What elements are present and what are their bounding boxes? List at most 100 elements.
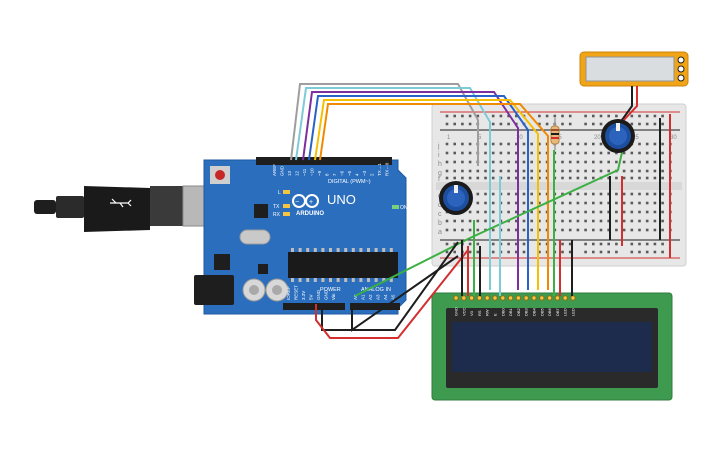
breadboard-hole[interactable] — [645, 201, 649, 205]
breadboard-hole[interactable] — [453, 169, 456, 173]
rail-hole[interactable] — [638, 122, 641, 126]
breadboard-hole[interactable] — [507, 228, 510, 232]
breadboard-hole[interactable] — [515, 142, 518, 146]
breadboard-hole[interactable] — [622, 169, 626, 173]
breadboard-hole[interactable] — [515, 151, 518, 155]
breadboard-hole[interactable] — [491, 169, 495, 173]
rail-hole[interactable] — [592, 122, 595, 126]
breadboard-hole[interactable] — [561, 151, 564, 155]
breadboard-hole[interactable] — [538, 151, 541, 155]
breadboard-hole[interactable] — [468, 151, 472, 155]
breadboard-hole[interactable] — [638, 192, 641, 196]
rail-hole[interactable] — [661, 242, 664, 246]
rail-hole[interactable] — [515, 114, 518, 118]
breadboard-hole[interactable] — [584, 192, 587, 196]
breadboard-hole[interactable] — [568, 192, 572, 196]
rail-hole[interactable] — [499, 114, 503, 118]
wire-gnd2-black[interactable] — [351, 255, 459, 332]
lcd-pin[interactable] — [546, 295, 553, 301]
rail-hole[interactable] — [468, 250, 472, 254]
potentiometer-left[interactable] — [439, 181, 473, 215]
breadboard-hole[interactable] — [645, 160, 649, 164]
breadboard-hole[interactable] — [615, 151, 618, 155]
wire-pin10-yellow[interactable] — [314, 99, 539, 290]
breadboard-hole[interactable] — [607, 210, 610, 214]
breadboard-hole[interactable] — [561, 219, 564, 223]
wire-pin13-lightblue[interactable] — [295, 87, 491, 290]
breadboard-hole[interactable] — [645, 192, 649, 196]
rail-hole[interactable] — [445, 242, 449, 246]
breadboard-hole[interactable] — [622, 160, 626, 164]
rail-hole[interactable] — [568, 114, 572, 118]
breadboard-hole[interactable] — [445, 151, 449, 155]
breadboard-hole[interactable] — [515, 228, 518, 232]
rail-hole[interactable] — [630, 250, 634, 254]
breadboard-hole[interactable] — [653, 160, 657, 164]
breadboard-hole[interactable] — [584, 160, 587, 164]
breadboard-hole[interactable] — [461, 219, 464, 223]
breadboard-hole[interactable] — [476, 201, 480, 205]
breadboard-hole[interactable] — [638, 160, 641, 164]
breadboard-hole[interactable] — [507, 169, 510, 173]
breadboard-hole[interactable] — [484, 169, 487, 173]
breadboard-hole[interactable] — [607, 219, 610, 223]
breadboard-hole[interactable] — [530, 160, 533, 164]
breadboard-hole[interactable] — [468, 169, 472, 173]
rail-hole[interactable] — [538, 242, 541, 246]
multimeter-terminal-a[interactable] — [677, 56, 685, 64]
breadboard-hole[interactable] — [484, 210, 487, 214]
rail-hole[interactable] — [607, 114, 610, 118]
rail-hole[interactable] — [561, 242, 564, 246]
breadboard-hole[interactable] — [530, 151, 533, 155]
breadboard-hole[interactable] — [561, 169, 564, 173]
breadboard-hole[interactable] — [491, 192, 495, 196]
breadboard-hole[interactable] — [584, 228, 587, 232]
breadboard-hole[interactable] — [507, 192, 510, 196]
breadboard-hole[interactable] — [530, 192, 533, 196]
breadboard-hole[interactable] — [445, 169, 449, 173]
breadboard-hole[interactable] — [491, 160, 495, 164]
rail-hole[interactable] — [661, 250, 664, 254]
breadboard-hole[interactable] — [530, 142, 533, 146]
breadboard-hole[interactable] — [561, 160, 564, 164]
breadboard-hole[interactable] — [484, 160, 487, 164]
breadboard-hole[interactable] — [484, 176, 487, 180]
breadboard-hole[interactable] — [630, 176, 634, 180]
breadboard-hole[interactable] — [599, 228, 603, 232]
breadboard-hole[interactable] — [522, 169, 526, 173]
breadboard-hole[interactable] — [653, 142, 657, 146]
breadboard-hole[interactable] — [461, 142, 464, 146]
breadboard-hole[interactable] — [484, 142, 487, 146]
breadboard-hole[interactable] — [461, 160, 464, 164]
breadboard-hole[interactable] — [468, 219, 472, 223]
breadboard-hole[interactable] — [538, 228, 541, 232]
lcd-pin[interactable] — [507, 295, 514, 301]
breadboard-hole[interactable] — [522, 219, 526, 223]
rail-hole[interactable] — [476, 250, 480, 254]
breadboard-hole[interactable] — [584, 142, 587, 146]
breadboard-hole[interactable] — [630, 219, 634, 223]
breadboard-hole[interactable] — [630, 228, 634, 232]
arduino-uno-board[interactable]: L TX RX ON − + ARDUINO UNO DIGITAL (PWM~… — [34, 157, 408, 315]
breadboard-hole[interactable] — [476, 192, 480, 196]
breadboard-hole[interactable] — [615, 228, 618, 232]
breadboard-hole[interactable] — [592, 142, 595, 146]
breadboard-hole[interactable] — [592, 160, 595, 164]
rail-hole[interactable] — [584, 250, 587, 254]
breadboard-hole[interactable] — [538, 142, 541, 146]
rail-hole[interactable] — [607, 242, 610, 246]
lcd-pin[interactable] — [461, 295, 467, 301]
rail-hole[interactable] — [538, 114, 541, 118]
breadboard-hole[interactable] — [491, 201, 495, 205]
rail-hole[interactable] — [522, 250, 526, 254]
breadboard-hole[interactable] — [638, 219, 641, 223]
rail-hole[interactable] — [545, 114, 549, 118]
breadboard-hole[interactable] — [622, 192, 626, 196]
lcd-pin[interactable] — [492, 295, 498, 301]
breadboard-hole[interactable] — [645, 176, 649, 180]
wire-pin12-purple[interactable] — [302, 91, 519, 290]
breadboard-hole[interactable] — [599, 151, 603, 155]
rail-hole[interactable] — [584, 242, 587, 246]
breadboard-hole[interactable] — [584, 201, 587, 205]
rail-hole[interactable] — [453, 250, 456, 254]
